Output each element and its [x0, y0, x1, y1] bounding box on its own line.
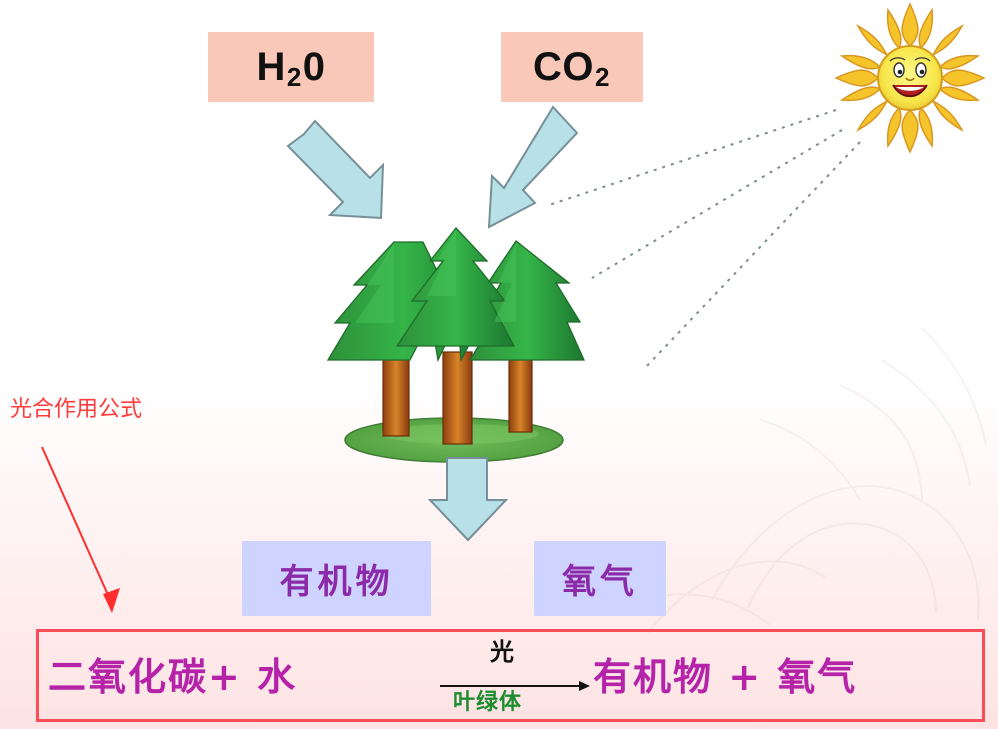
oxygen-box: 氧气 — [534, 541, 666, 616]
water-label-main: H — [256, 44, 286, 89]
water-label-subscript: 2 — [286, 61, 302, 92]
photosynthesis-formula-note: 光合作用公式 — [10, 397, 143, 422]
output-arrow — [427, 457, 509, 542]
h2o-arrow — [286, 119, 385, 220]
reaction-condition-light: 光 — [490, 638, 514, 666]
carbon-dioxide-label-main: CO — [533, 44, 595, 89]
formula-frame — [36, 629, 985, 722]
co2-arrow — [487, 105, 579, 229]
carbon-dioxide-label-subscript: 2 — [595, 61, 610, 92]
sunlight-lines — [545, 109, 861, 369]
tree-group-icon — [326, 227, 586, 463]
sun-icon — [834, 2, 986, 154]
organic-matter-label: 有机物 — [279, 562, 394, 602]
formula-right-text: 有机物 + 氧气 — [593, 655, 858, 699]
oxygen-label: 氧气 — [562, 562, 638, 602]
water-label-tail: 0 — [302, 44, 326, 89]
note-pointer-arrow — [41, 446, 120, 613]
reaction-condition-chloroplast: 叶绿体 — [453, 690, 523, 715]
formula-left-text: 二氧化碳+ 水 — [48, 655, 298, 699]
reaction-arrow — [440, 681, 590, 691]
organic-matter-box: 有机物 — [242, 541, 431, 616]
